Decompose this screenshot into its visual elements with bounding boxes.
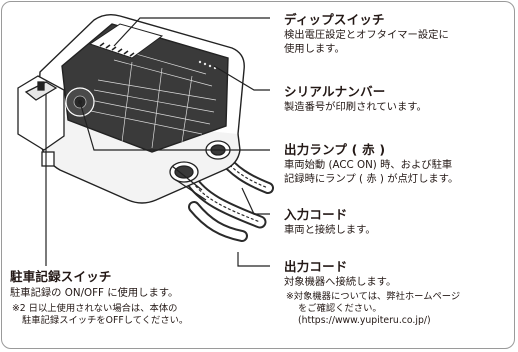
parking-switch-desc: 駐車記録の ON/OFF に使用します。: [10, 287, 179, 299]
leader-serial-number: [213, 65, 270, 91]
device-illustration: [17, 13, 274, 267]
leader-dip-switch: [113, 17, 270, 47]
leader-output-cord: [237, 252, 270, 267]
serial-number-title: シリアルナンバー: [284, 84, 386, 99]
dip-switch-desc-line-1: 検出電圧設定とオフタイマー設定に: [284, 29, 449, 41]
dip-switch-title: ディップスイッチ: [284, 12, 385, 27]
parking-switch-block: [17, 75, 65, 167]
leader-lines: [45, 17, 270, 267]
output-lamp-desc-line-2: 記録時にランプ ( 赤 ) が点灯します。: [284, 173, 459, 185]
dip-switch-desc-line-2: 使用します。: [284, 43, 345, 55]
output-cord-note-line-2: をご確認ください。: [298, 303, 382, 314]
input-cord-desc: 車両と接続します。: [284, 224, 376, 236]
serial-number-desc: 製造番号が印刷されています。: [284, 101, 427, 113]
leader-output-lamp: [79, 101, 270, 151]
output-lamp-desc-line-1: 車両始動 (ACC ON) 時、および駐車: [284, 159, 453, 171]
input-cord-title: 入力コード: [284, 207, 348, 222]
leader-input-cord: [241, 187, 270, 215]
output-cord-title: 出力コード: [284, 259, 348, 274]
output-cord-desc: 対象機器へ接続します。: [284, 276, 397, 288]
parking-switch-title: 駐車記録スイッチ: [10, 269, 112, 284]
output-cord-note-line-1: ※対象機器については、弊社ホームページ: [286, 291, 461, 302]
output-cord-note-line-3: (https://www.yupiteru.co.jp/): [298, 315, 431, 326]
parking-switch-note-line-2: 駐車記録スイッチをOFFしてください。: [22, 315, 189, 326]
dip-switch-block: [88, 23, 164, 59]
cable-connector-output: [169, 161, 207, 201]
output-lamp-title: 出力ランプ ( 赤 ): [284, 142, 386, 157]
parking-switch-note-line-1: ※2 日以上使用されない場合は、本体の: [12, 303, 178, 314]
label-grid: [85, 49, 217, 149]
